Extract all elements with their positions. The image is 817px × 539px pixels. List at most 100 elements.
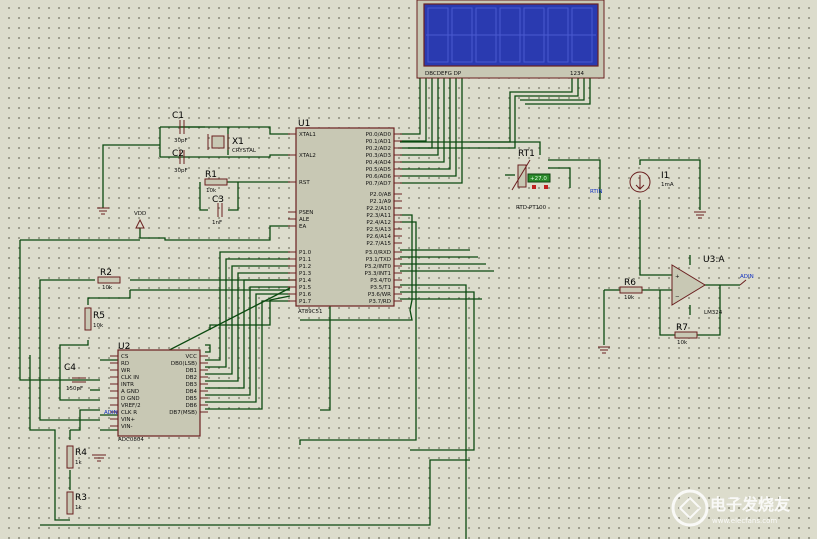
u2-left-pin-label-7: VREF/2 (121, 403, 141, 409)
svg-text:R6: R6 (624, 278, 636, 288)
svg-text:+27.0: +27.0 (530, 176, 547, 182)
resistor-r2[interactable]: R2 10k (97, 268, 121, 291)
u1-left-d-pin-label-1: P1.1 (299, 257, 311, 263)
svg-text:10k: 10k (624, 295, 635, 301)
resistor-r6[interactable]: R6 10k (619, 278, 643, 301)
u1-right-c-pin-label-7: P3.7/RD (369, 299, 391, 305)
resistor-r3[interactable]: R3 1k (66, 491, 87, 515)
u1-microcontroller[interactable]: U1 AT89C51 XTAL1XTAL2RSTPSENALEEAP1.0P1.… (288, 119, 402, 315)
resistor-r4[interactable]: R4 1k (66, 445, 87, 469)
u1-right-c-pin-label-2: P3.2/INT0 (364, 264, 391, 270)
u2-right-pin-label-6: DB5 (185, 396, 197, 402)
u2-left-pin-label-9: VIN+ (121, 417, 135, 423)
u2-right-pin-label-3: DB2 (185, 375, 197, 381)
u2-part: ADC0804 (118, 437, 144, 443)
u1-ref: U1 (298, 119, 310, 129)
u1-right-b-pin-label-4: P2.4/A12 (366, 220, 391, 226)
svg-text:C3: C3 (212, 195, 224, 205)
u1-right-a-pin-label-5: P0.5/AD5 (366, 167, 392, 173)
u2-right-pin-label-2: DB1 (185, 368, 197, 374)
adin-output[interactable]: ADIN (739, 274, 754, 286)
capacitor-c4[interactable]: C4 150pF (64, 363, 86, 392)
u1-right-a-pin-label-1: P0.1/AD1 (366, 139, 391, 145)
svg-text:150pF: 150pF (66, 386, 83, 392)
svg-text:RTD-PT100: RTD-PT100 (516, 205, 547, 211)
u1-left-d-pin-label-5: P1.5 (299, 285, 312, 291)
u1-right-pins: P0.0/AD0P0.1/AD1P0.2/AD2P0.3/AD3P0.4/AD4… (364, 132, 402, 305)
u1-right-a-pin-label-2: P0.2/AD2 (366, 146, 391, 152)
lcd-pin-labels: DBCDEFG DP (425, 71, 462, 77)
resistor-r1[interactable]: R1 10k (204, 170, 228, 194)
svg-text:1mA: 1mA (661, 182, 674, 188)
u2-right-pin-label-1: DB0(LSB) (171, 361, 197, 367)
u2-left-pin-label-3: CLK IN (121, 375, 139, 381)
svg-text:I1: I1 (661, 171, 669, 181)
u1-right-b-pin-label-0: P2.0/A8 (370, 192, 392, 198)
rtd-rt1[interactable]: +27.0 RT1 RTD-PT100 RTIN (511, 149, 603, 211)
svg-text:C2: C2 (172, 149, 184, 159)
watermark-url: www.elecfans.com (712, 517, 777, 525)
svg-text:VDD: VDD (134, 211, 146, 217)
current-source-i1[interactable]: I1 1mA (629, 171, 674, 193)
u1-right-c-pin-label-5: P3.5/T1 (370, 285, 391, 291)
u2-right-pin-label-5: DB4 (185, 389, 197, 395)
u2-ref: U2 (118, 342, 130, 352)
svg-text:R2: R2 (100, 268, 112, 278)
lcd-display[interactable]: DBCDEFG DP 1234 (416, 0, 605, 79)
u1-left-d-pin-label-7: P1.7 (299, 299, 312, 305)
u1-right-b-pin-label-1: P2.1/A9 (370, 199, 392, 205)
ground-left (97, 207, 109, 215)
svg-text:R5: R5 (93, 311, 105, 321)
watermark: 电子发烧友 www.elecfans.com (671, 489, 791, 527)
u1-right-c-pin-label-6: P3.6/WR (368, 292, 391, 298)
svg-text:10k: 10k (93, 323, 104, 329)
opamp-u3a[interactable]: U3:A LM324 +− (671, 255, 725, 316)
resistor-r5[interactable]: R5 10k (84, 307, 105, 331)
svg-text:−: − (675, 294, 680, 300)
u2-left-pin-label-2: WR (121, 368, 130, 374)
svg-text:C1: C1 (172, 111, 184, 121)
u1-right-c-pin-label-0: P3.0/RXD (365, 250, 391, 256)
u1-right-a-pin-label-3: P0.3/AD3 (366, 153, 392, 159)
watermark-text: 电子发烧友 (710, 495, 791, 514)
capacitor-c3[interactable]: C3 1nF (212, 195, 224, 226)
u2-left-pin-label-10: VIN- (121, 424, 132, 430)
u2-left-pin-label-1: RD (121, 361, 129, 367)
svg-text:R3: R3 (75, 493, 87, 503)
u1-right-b-pin-label-5: P2.5/A13 (366, 227, 391, 233)
u1-right-a-pin-label-0: P0.0/AD0 (366, 132, 392, 138)
svg-text:30pF: 30pF (174, 168, 188, 174)
svg-text:10k: 10k (102, 285, 113, 291)
u1-right-c-pin-label-1: P3.1/TXD (366, 257, 391, 263)
u1-part: AT89C51 (298, 309, 323, 315)
capacitor-c1[interactable]: C1 30pF (172, 111, 188, 144)
u2-left-pin-label-8: CLK R (121, 410, 137, 416)
svg-text:1k: 1k (75, 505, 82, 511)
u2-left-pin-label-6: D GND (121, 396, 140, 402)
svg-text:+: + (675, 274, 680, 280)
u1-left-a-pin-label-1: XTAL2 (299, 153, 316, 159)
u2-left-pin-label-4: INTR (121, 382, 134, 388)
adin-output-label: ADIN (740, 274, 754, 280)
crystal-x1[interactable]: X1 CRYSTAL (207, 134, 257, 154)
vdd-terminal[interactable]: VDD (134, 211, 146, 229)
svg-text:R7: R7 (676, 323, 688, 333)
u1-left-d-pin-label-3: P1.3 (299, 271, 312, 277)
svg-text:X1: X1 (232, 137, 244, 147)
svg-text:LM324: LM324 (704, 310, 723, 316)
ground-u2 (92, 454, 106, 462)
svg-text:R4: R4 (75, 448, 87, 458)
u1-right-a-pin-label-6: P0.6/AD6 (366, 174, 392, 180)
resistor-r7[interactable]: R7 10k (674, 323, 698, 346)
svg-text:10k: 10k (206, 188, 217, 194)
u2-right-pin-label-8: DB7(MSB) (169, 410, 197, 416)
svg-text:R1: R1 (205, 170, 217, 180)
svg-text:30pF: 30pF (174, 138, 188, 144)
u2-right-pin-label-0: VCC (186, 354, 198, 360)
lcd-digit-labels: 1234 (570, 71, 584, 77)
capacitor-c2[interactable]: C2 30pF (172, 149, 188, 174)
